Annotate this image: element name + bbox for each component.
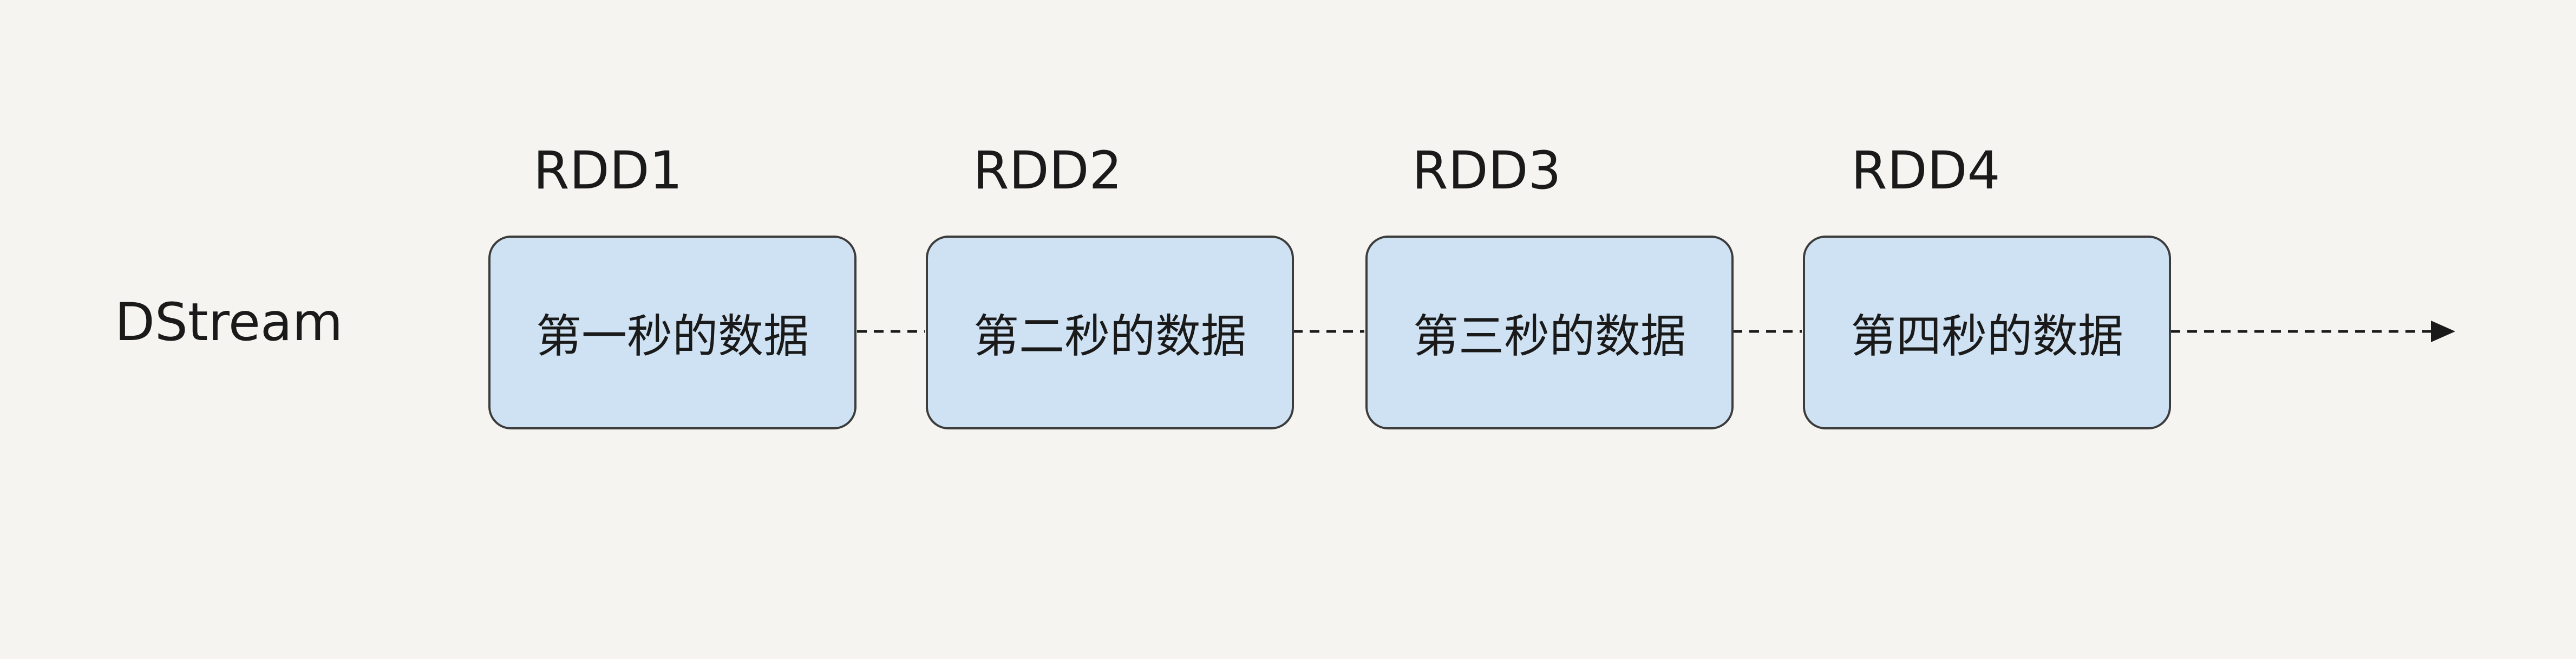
rdd-box-1: 第一秒的数据 [488, 236, 857, 429]
rdd-label-2: RDD2 [973, 140, 1122, 201]
rdd-box-2: 第二秒的数据 [926, 236, 1294, 429]
rdd-box-3-text: 第三秒的数据 [1413, 309, 1686, 363]
rdd-box-4-text: 第四秒的数据 [1850, 309, 2123, 363]
series-label: DStream [115, 292, 343, 353]
rdd-label-3: RDD3 [1412, 140, 1561, 201]
rdd-box-1-text: 第一秒的数据 [535, 309, 809, 363]
rdd-label-4: RDD4 [1851, 140, 2000, 201]
rdd-label-1: RDD1 [533, 140, 683, 201]
rdd-box-2-text: 第二秒的数据 [973, 309, 1246, 363]
rdd-box-3: 第三秒的数据 [1365, 236, 1734, 429]
rdd-box-4: 第四秒的数据 [1803, 236, 2171, 429]
